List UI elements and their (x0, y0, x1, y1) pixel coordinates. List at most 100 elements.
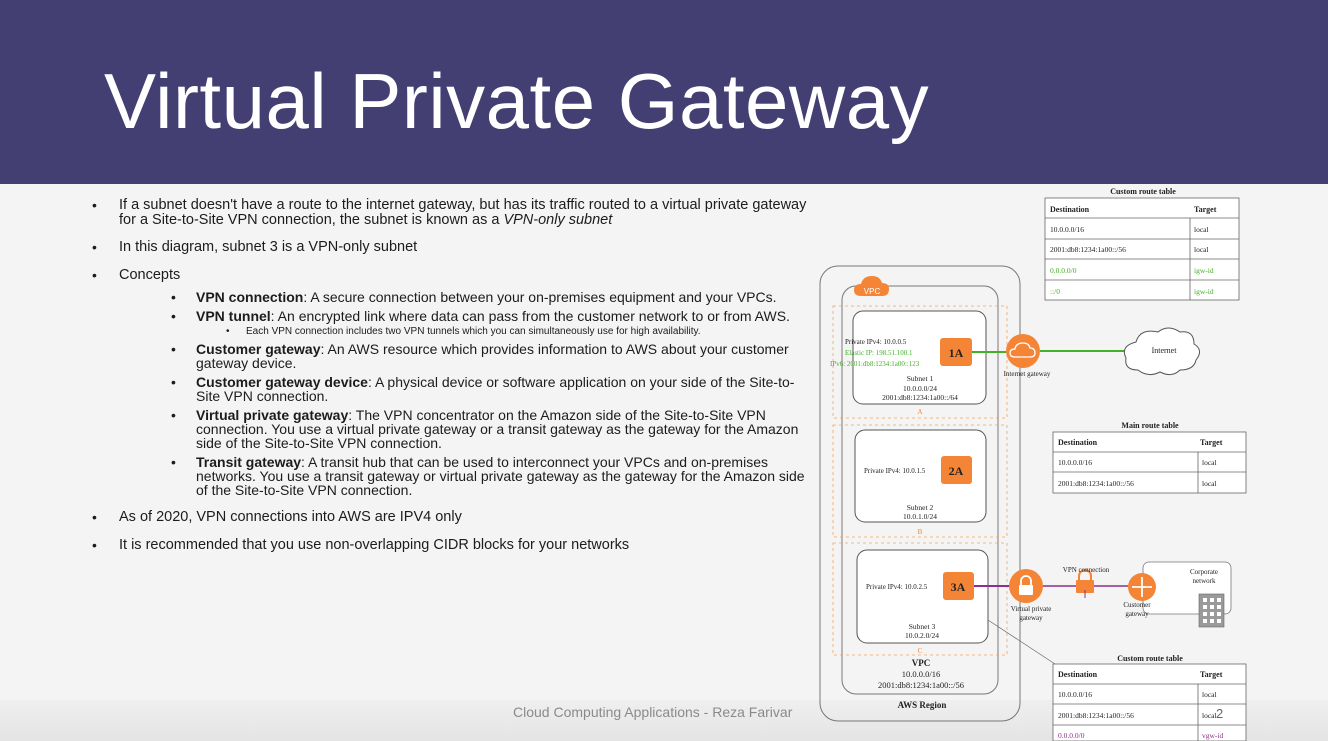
bullet-text: If a subnet doesn't have a route to the … (119, 197, 807, 228)
instance-badge-label: 3A (951, 580, 966, 594)
instance-badge (943, 572, 974, 600)
bullet-vpn-only-subnet: If a subnet doesn't have a route to the … (92, 198, 812, 227)
table-title: Main route table (1121, 421, 1179, 430)
concept-term: Customer gateway device (196, 374, 368, 390)
page-number: 2 (1216, 706, 1223, 721)
availability-zone-c (832, 542, 1008, 656)
vpc-box (841, 285, 999, 695)
route-dest: 0.0.0.0/0 (1058, 731, 1085, 740)
bullet-ipv4-only: As of 2020, VPN connections into AWS are… (92, 510, 812, 525)
table-title: Custom route table (1117, 654, 1183, 663)
col-destination: Destination (1058, 670, 1098, 679)
concept-desc: : An encrypted link where data can pass … (270, 308, 790, 324)
concept-transit-gateway: Transit gateway: A transit hub that can … (119, 455, 812, 497)
route-dest: 2001:db8:1234:1a00::/56 (1058, 479, 1134, 488)
az-label: A (917, 408, 922, 416)
bullet-cidr-blocks: It is recommended that you use non-overl… (92, 537, 812, 553)
subnet-name: Subnet 2 (907, 503, 934, 512)
route-target: local (1194, 225, 1209, 234)
corporate-network-label-2: network (1193, 577, 1216, 585)
subnet-name: Subnet 3 (909, 622, 936, 631)
col-target: Target (1200, 438, 1223, 447)
route-target: local (1202, 479, 1217, 488)
subnet-cidr: 10.0.1.0/24 (903, 512, 937, 521)
subnet-name: Subnet 1 (907, 374, 934, 383)
vgw-label-1: Virtual private (1011, 605, 1052, 613)
subnet-cidr6: 2001:db8:1234:1a00::/64 (882, 393, 958, 402)
route-target: vgw-id (1202, 731, 1223, 740)
concept-customer-gateway: Customer gateway: An AWS resource which … (119, 342, 812, 370)
concept-term: Virtual private gateway (196, 407, 349, 423)
concept-customer-gateway-device: Customer gateway device: A physical devi… (119, 375, 812, 403)
route-dest: 10.0.0.0/16 (1050, 225, 1084, 234)
route-table-connector (987, 619, 1056, 665)
route-target: local (1194, 245, 1209, 254)
customer-gateway-label-1: Customer (1123, 601, 1151, 609)
aws-region-box (819, 265, 1021, 722)
subnet-ip: Private IPv4: 10.0.2.5 (866, 583, 928, 591)
corporate-network-label-1: Corporate (1190, 568, 1218, 576)
slide-body: If a subnet doesn't have a route to the … (92, 198, 812, 565)
vpc-cidr6: 2001:db8:1234:1a00::/56 (878, 680, 964, 690)
tunnel-sublist: Each VPN connection includes two VPN tun… (196, 327, 812, 338)
route-dest: 0.0.0.0/0 (1050, 266, 1077, 275)
subnet-ip: Private IPv4: 10.0.0.5 (845, 338, 907, 346)
corporate-server-icon (1198, 593, 1225, 628)
az-label: B (918, 528, 923, 536)
instance-badge (941, 456, 972, 484)
aws-region-label: AWS Region (898, 700, 947, 710)
col-destination: Destination (1050, 205, 1090, 214)
subnet-elastic-ip: Elastic IP: 198.51.100.1 (845, 349, 913, 357)
subnet-cidr: 10.0.0.0/24 (903, 384, 937, 393)
concepts-list: VPN connection: A secure connection betw… (119, 290, 812, 497)
route-dest: 10.0.0.0/16 (1058, 690, 1092, 699)
vgw-label-2: gateway (1019, 614, 1043, 622)
internet-label: Internet (1152, 346, 1178, 355)
subnet-1: Private IPv4: 10.0.0.5 Elastic IP: 198.5… (830, 310, 987, 405)
internet-gateway-label: Internet gateway (1004, 370, 1051, 378)
concept-virtual-private-gateway: Virtual private gateway: The VPN concent… (119, 408, 812, 450)
subnet-3: Private IPv4: 10.0.2.5 3A Subnet 3 10.0.… (856, 549, 989, 644)
route-target: local (1202, 458, 1217, 467)
route-target: local (1202, 690, 1217, 699)
concept-term: VPN connection (196, 289, 304, 305)
vpc-label: VPC (912, 658, 931, 668)
subnet-ip: Private IPv4: 10.0.1.5 (864, 467, 926, 475)
concept-desc: : A physical device or software applicat… (196, 374, 795, 404)
concept-desc: : The VPN concentrator on the Amazon sid… (196, 407, 799, 451)
customer-gateway-icon (1128, 573, 1156, 601)
custom-route-table-1: Custom route table Destination Target 10… (1044, 187, 1240, 301)
col-target: Target (1200, 670, 1223, 679)
concepts-heading: Concepts (119, 266, 181, 283)
internet-cloud-icon (1123, 327, 1200, 376)
concept-desc: : An AWS resource which provides informa… (196, 341, 789, 371)
table-title: Custom route table (1110, 187, 1176, 196)
route-target: igw-id (1194, 287, 1214, 296)
bullet-italic-term: VPN-only subnet (503, 211, 613, 228)
col-target: Target (1194, 205, 1217, 214)
az-label: C (918, 647, 923, 655)
route-dest: ::/0 (1050, 287, 1060, 296)
concept-desc: : A transit hub that can be used to inte… (196, 454, 805, 498)
route-dest: 2001:db8:1234:1a00::/56 (1058, 711, 1134, 720)
vpc-cidr: 10.0.0.0/16 (902, 669, 941, 679)
title-banner: Virtual Private Gateway (0, 0, 1328, 184)
instance-badge (940, 338, 972, 366)
route-dest: 10.0.0.0/16 (1058, 458, 1092, 467)
bullet-list: If a subnet doesn't have a route to the … (92, 198, 812, 552)
route-target: local (1202, 711, 1217, 720)
subnet-cidr: 10.0.2.0/24 (905, 631, 939, 640)
concept-vpn-tunnel: VPN tunnel: An encrypted link where data… (119, 309, 812, 337)
vpn-connection-label: VPN connection (1063, 566, 1110, 574)
route-target: igw-id (1194, 266, 1214, 275)
custom-route-table-2: Custom route table Destination Target 10… (1052, 654, 1247, 741)
slide-title: Virtual Private Gateway (104, 57, 930, 145)
concept-desc: : A secure connection between your on-pr… (303, 289, 777, 305)
internet-gateway-icon (1006, 334, 1040, 368)
bullet-concepts: Concepts VPN connection: A secure connec… (92, 266, 812, 497)
concept-term: Transit gateway (196, 454, 302, 470)
bullet-subnet3: In this diagram, subnet 3 is a VPN-only … (92, 240, 812, 255)
instance-badge-label: 1A (949, 346, 964, 360)
vpc-cloud-icon: VPC (854, 276, 889, 296)
